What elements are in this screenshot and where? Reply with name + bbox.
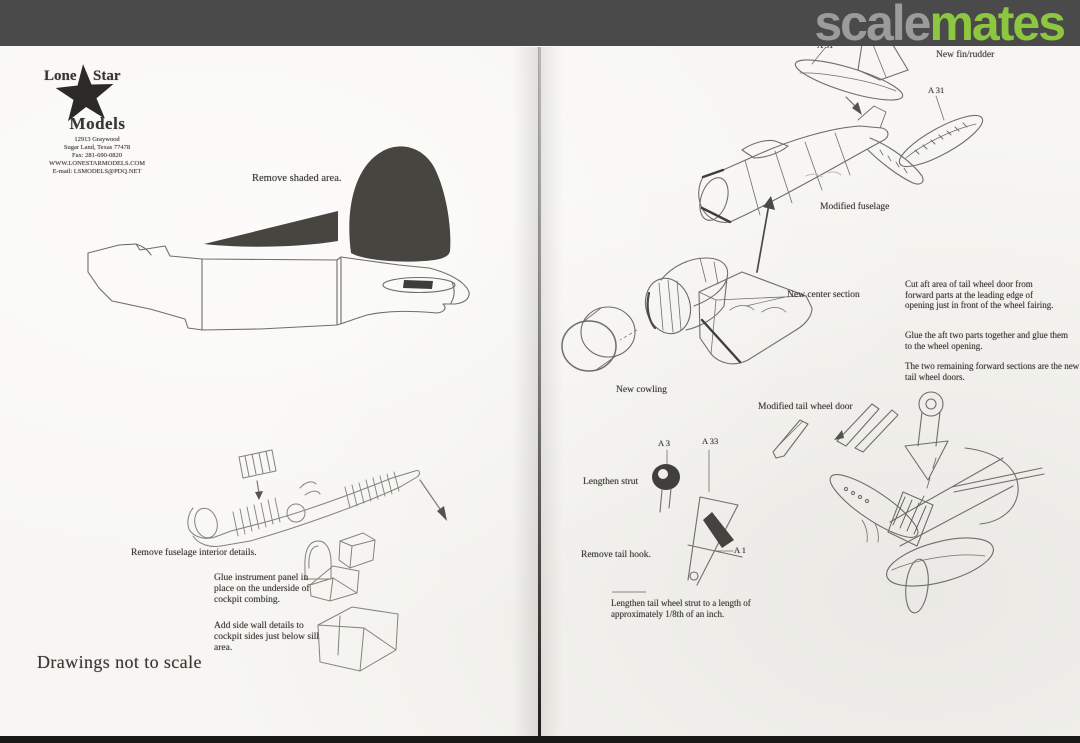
instruction-cut-aft-area: Cut aft area of tail wheel door from for… [905, 279, 1054, 310]
logo-word-models: Models [69, 114, 126, 133]
logo-address-line: Sugar Land, Texas 77478 [63, 144, 131, 151]
bottom-scan-border [0, 736, 1080, 743]
stabilizer-part-drawing [794, 47, 904, 115]
caption-new-center-section: New center section [787, 290, 860, 300]
engine-section-drawing [619, 257, 729, 341]
caption-modified-tail-wheel-door: Modified tail wheel door [758, 402, 853, 412]
annotation-add-sidewall-details: Add side wall details to cockpit sides j… [214, 621, 320, 653]
scalemates-banner: scalemates [0, 0, 1080, 48]
logo-word-star: Star [93, 68, 121, 84]
part-label-a31: A 31 [928, 85, 945, 95]
scalemates-logo: scalemates [814, 0, 1066, 48]
logo-address-line: E-mail: LSMODELS@PDQ.NET [52, 168, 142, 175]
logo-address-line: Fax: 281-690-0820 [71, 152, 122, 159]
caption-new-fin-rudder: New fin/rudder [936, 50, 995, 60]
cockpit-interior-drawing [187, 449, 447, 672]
new-cowling-ring-drawing [561, 306, 636, 372]
caption-modified-fuselage: Modified fuselage [820, 202, 890, 212]
shaded-area-cowl-dome-shape [349, 146, 451, 262]
caption-remove-tail-hook: Remove tail hook. [581, 550, 651, 560]
shaded-area-wedge-shape [204, 211, 338, 247]
page-fold-shadow-right [541, 47, 563, 743]
logo-address-line: 12913 Graywood [74, 136, 120, 143]
caption-new-cowling: New cowling [616, 385, 667, 395]
modified-fuselage-drawing [698, 105, 924, 273]
tail-wheel-fork-assembly-drawing [904, 391, 949, 507]
tail-wheel-part-a3-drawing [652, 449, 710, 513]
part-label-a3: A 3 [658, 438, 671, 448]
annotation-glue-instrument-panel: Glue instrument panel in place on the un… [214, 573, 310, 605]
rear-fuselage-drawing [829, 447, 1045, 614]
annotation-remove-shaded-area: Remove shaded area. [252, 173, 342, 184]
scalemates-logo-scale-text: scale [814, 0, 931, 51]
scalemates-logo-mates-text: mates [929, 0, 1066, 51]
ribbed-stabilizer-part-drawing [898, 95, 984, 168]
logo-address-line: WWW.LONESTARMODELS.COM [48, 160, 145, 167]
instruction-glue-aft-parts: Glue the aft two parts together and glue… [905, 330, 1068, 351]
fuselage-side-view-drawing [87, 243, 470, 331]
part-label-a33: A 33 [702, 436, 719, 446]
footer-drawings-not-to-scale: Drawings not to scale [37, 652, 202, 672]
center-section-drawing [698, 271, 813, 365]
instruction-remaining-sections: The two remaining forward sections are t… [905, 361, 1080, 382]
instruction-lengthen-strut-note: Lengthen tail wheel strut to a length of… [611, 598, 751, 619]
page-fold-shadow-left [513, 47, 539, 743]
logo-word-lone: Lone [44, 68, 77, 84]
tail-wheel-door-pieces-drawing [772, 403, 899, 459]
caption-lengthen-strut: Lengthen strut [583, 477, 639, 487]
page-fold-line [538, 47, 541, 743]
part-label-a1: A 1 [734, 545, 747, 555]
lone-star-logo-star-icon [55, 64, 114, 122]
tail-strut-assembly-drawing [687, 496, 743, 586]
annotation-remove-interior-details: Remove fuselage interior details. [131, 548, 257, 558]
